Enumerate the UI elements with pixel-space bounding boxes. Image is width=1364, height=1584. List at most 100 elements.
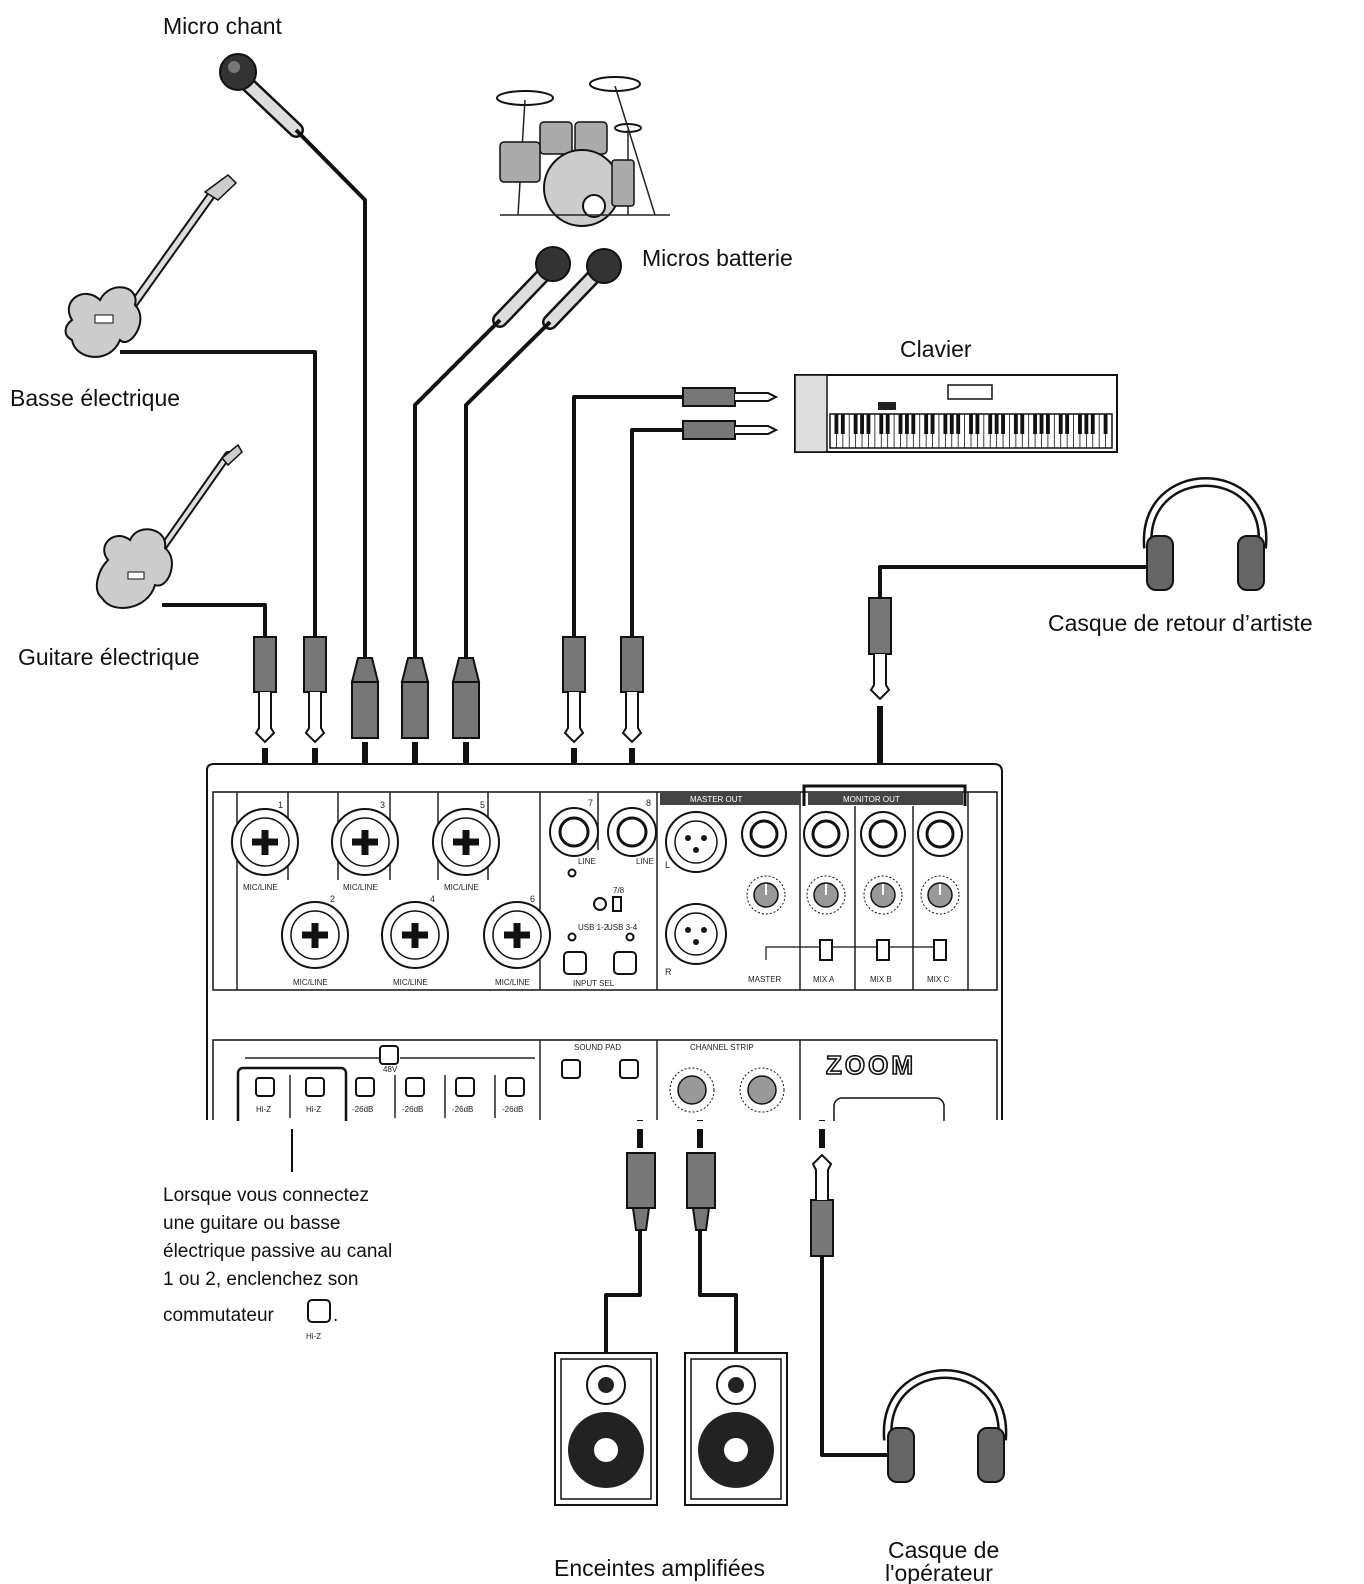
electric-guitar-icon (95, 443, 243, 609)
svg-text:CHANNEL STRIP: CHANNEL STRIP (690, 1043, 754, 1052)
keyboard-black-key (834, 414, 839, 434)
keyboard-black-key (879, 414, 884, 434)
input-3-combo-jack: 3 MIC/LINE (331, 800, 399, 892)
operator-headphone-plug (810, 1199, 834, 1257)
svg-text:2: 2 (330, 894, 335, 904)
svg-text:MIC/LINE: MIC/LINE (343, 883, 378, 892)
svg-text:5: 5 (480, 800, 485, 810)
svg-text:3: 3 (380, 800, 385, 810)
input-5-combo-jack: 5 MIC/LINE (432, 800, 500, 892)
svg-text:4: 4 (430, 894, 435, 904)
svg-text:MIC/LINE: MIC/LINE (495, 978, 530, 987)
keyboard-black-key (975, 414, 980, 434)
svg-text:INPUT SEL: INPUT SEL (573, 979, 615, 988)
note-line-5-end: . (333, 1305, 338, 1326)
keyboard-r-jack-plug (620, 636, 644, 693)
svg-text:MIC/LINE: MIC/LINE (293, 978, 328, 987)
input-1-combo-jack: 1 MIC/LINE (231, 800, 299, 892)
drum-microphone-2-icon (542, 248, 622, 330)
speaker-left-icon (554, 1352, 658, 1506)
zoom-logo: ZOOM (826, 1050, 916, 1080)
svg-text:MIX B: MIX B (870, 975, 892, 984)
keyboard-black-key (949, 414, 954, 434)
keyboard-black-key (866, 414, 871, 434)
keyboard-black-key (1078, 414, 1082, 434)
label-micros-batterie: Micros batterie (642, 245, 793, 271)
keyboard-black-key (904, 414, 909, 434)
artist-headphone-plug (868, 597, 892, 655)
svg-text:-26dB: -26dB (402, 1105, 423, 1114)
master-out-r-xlr: R (665, 903, 727, 977)
keyboard-black-key (924, 414, 929, 434)
keyboard-black-key (1058, 414, 1063, 434)
label-guitare: Guitare électrique (18, 644, 200, 670)
master-out-l-xlr: L (665, 811, 727, 873)
svg-text:MASTER: MASTER (748, 975, 782, 984)
monitor-a-phones-jack (803, 811, 849, 857)
keyboard-black-key (994, 414, 999, 434)
svg-text:48V: 48V (383, 1065, 398, 1074)
label-micro-chant: Micro chant (163, 13, 282, 39)
mixer-panel: MASTER OUT MONITOR OUT 1 MIC/LINE 2 MIC/… (206, 763, 1003, 1129)
bass-jack-plug (303, 636, 327, 693)
svg-text:-26dB: -26dB (352, 1105, 373, 1114)
label-casque-operateur-line2: l'opérateur (885, 1560, 993, 1584)
keyboard-black-key (1039, 414, 1044, 434)
svg-text:7: 7 (588, 798, 593, 808)
note-line-4: 1 ou 2, enclenchez son (163, 1269, 358, 1290)
vocal-xlr-plug (351, 681, 379, 739)
svg-text:LINE: LINE (636, 857, 654, 866)
keyboard-black-key (898, 414, 903, 434)
svg-text:USB 1-2: USB 1-2 (578, 923, 609, 932)
monitor-select-switches: MASTER MIX A MIX B MIX C (748, 939, 949, 984)
keyboard-out-l-plug (682, 387, 736, 407)
input-sel-controls: 7/8 USB 1-2 USB 3-4 INPUT SEL (563, 868, 638, 988)
keyboard-black-key (1001, 414, 1005, 434)
keyboard-black-key (969, 414, 973, 434)
svg-text:Hi-Z: Hi-Z (306, 1105, 321, 1114)
master-out-r-plug (686, 1152, 716, 1209)
keyboard-icon (794, 374, 1118, 453)
label-basse: Basse électrique (10, 385, 180, 411)
drum1-xlr-plug (401, 681, 429, 739)
note-hiz-label: Hi-Z (306, 1332, 321, 1341)
label-casque-operateur-line1: Casque de (888, 1537, 999, 1563)
drum2-xlr-plug (452, 681, 480, 739)
keyboard-black-key (860, 414, 864, 434)
master-out-header: MASTER OUT (690, 795, 743, 804)
svg-text:7/8: 7/8 (613, 886, 625, 895)
svg-text:L: L (665, 860, 670, 870)
note-line-1: Lorsque vous connectez (163, 1185, 369, 1206)
input-7-line-jack: 7 LINE (549, 798, 599, 866)
keyboard-black-key (911, 414, 916, 434)
operator-headphones-icon (882, 1369, 1008, 1483)
note-line-5: commutateur (163, 1305, 275, 1326)
input-8-line-jack: 8 LINE (607, 798, 657, 866)
drum-microphone-1-icon (492, 246, 571, 328)
phantom-48v-switch (379, 1045, 399, 1065)
keyboard-black-key (1033, 414, 1038, 434)
label-clavier: Clavier (900, 336, 972, 362)
keyboard-black-key (1045, 414, 1050, 434)
keyboard-keys (834, 414, 1108, 448)
keyboard-black-key (885, 414, 890, 434)
svg-text:-26dB: -26dB (452, 1105, 473, 1114)
monitor-out-header: MONITOR OUT (843, 795, 900, 804)
speaker-right-icon (684, 1352, 788, 1506)
keyboard-black-key (1065, 414, 1070, 434)
bass-guitar-icon (64, 174, 238, 358)
input-2-combo-jack: 2 MIC/LINE (281, 894, 349, 987)
guitar-jack-plug (253, 636, 277, 693)
keyboard-l-jack-plug (562, 636, 586, 693)
hiz-switch-icon (307, 1299, 331, 1323)
label-enceintes: Enceintes amplifiées (554, 1555, 765, 1581)
keyboard-black-key (930, 414, 935, 434)
vocal-microphone-icon (219, 53, 304, 138)
keyboard-black-key (1103, 414, 1108, 434)
keyboard-black-key (840, 414, 845, 434)
svg-text:USB 3-4: USB 3-4 (607, 923, 638, 932)
keyboard-out-r-plug (682, 420, 736, 440)
keyboard-black-key (1090, 414, 1095, 434)
jack-tips (254, 654, 891, 1200)
